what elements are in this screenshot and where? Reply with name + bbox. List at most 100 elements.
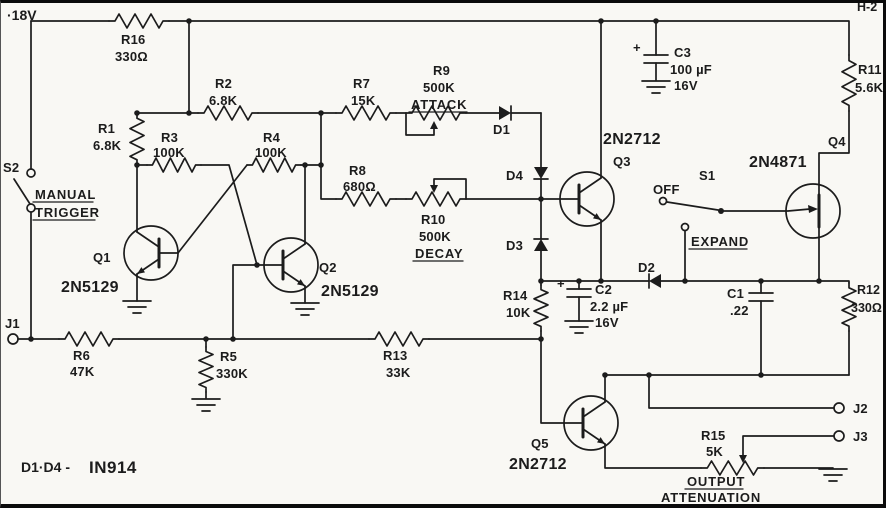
s1-ref: S1 <box>699 168 715 183</box>
c1-ref: C1 <box>727 286 744 301</box>
r2-ref: R2 <box>215 76 232 91</box>
diode-d2 <box>648 273 662 289</box>
r4-value: 100K <box>255 145 287 160</box>
s1-off-label: OFF <box>653 182 680 197</box>
wire-left-section <box>13 20 542 399</box>
resistor-r16 <box>108 13 170 29</box>
c3-polarity: + <box>633 40 641 55</box>
r14-ref: R14 <box>503 288 528 303</box>
q5-part: 2N2712 <box>509 456 567 473</box>
r7-value: 15K <box>351 93 376 108</box>
ground-c3 <box>641 80 671 94</box>
wire-middle-section <box>405 112 602 424</box>
resistor-r1 <box>129 112 145 166</box>
s1-expand-label: EXPAND <box>691 234 749 249</box>
r8-value: 680Ω <box>343 179 376 194</box>
resistor-r14 <box>533 284 549 332</box>
r4-ref: R4 <box>263 130 281 145</box>
resistor-r13 <box>368 331 430 347</box>
jack-j2 <box>833 402 845 414</box>
resistor-r5 <box>198 346 214 393</box>
d1-ref: D1 <box>493 122 510 137</box>
d3-ref: D3 <box>506 238 523 253</box>
c3-ref: C3 <box>674 45 691 60</box>
r12-ref: R12 <box>857 283 880 297</box>
s1-expand-contact <box>680 222 690 232</box>
r10-ref: R10 <box>421 212 445 227</box>
supply-rail-label: ·18V <box>7 7 37 23</box>
resistor-r10-decay-pot <box>405 191 467 207</box>
page-marker: H-2 <box>857 3 877 14</box>
diode-note-prefix: D1·D4 - <box>21 459 70 475</box>
c1-value: .22 <box>730 303 749 318</box>
ground-r5 <box>191 398 221 412</box>
r9-value: 500K <box>423 80 455 95</box>
r3-ref: R3 <box>161 130 178 145</box>
r9-ref: R9 <box>433 63 450 78</box>
transistor-q4 <box>785 183 841 239</box>
r16-ref: R16 <box>121 32 145 47</box>
r6-value: 47K <box>70 364 95 379</box>
r10-function-label: DECAY <box>415 246 463 261</box>
j2-ref: J2 <box>853 401 868 416</box>
wire-right-section <box>540 62 850 376</box>
r7-ref: R7 <box>353 76 370 91</box>
c2-polarity: + <box>557 276 565 291</box>
resistor-r6 <box>58 331 120 347</box>
transistor-q3 <box>558 170 616 228</box>
diode-d1 <box>498 105 512 121</box>
r11-value: 5.6K <box>855 80 884 95</box>
wire-power-rail <box>30 20 850 179</box>
diode-note-part: IN914 <box>89 458 137 477</box>
resistor-r3 <box>146 157 202 173</box>
s2-contact-bottom <box>26 203 36 213</box>
resistor-r7 <box>335 105 397 121</box>
r2-value: 6.8K <box>209 93 238 108</box>
r11-ref: R11 <box>858 62 882 77</box>
resistor-r11 <box>841 54 857 112</box>
j1-ref: J1 <box>5 316 20 331</box>
r10-value: 500K <box>419 229 451 244</box>
s2-ref: S2 <box>3 160 19 175</box>
r1-value: 6.8K <box>93 138 122 153</box>
r9-function-label: ATTACK <box>411 97 467 112</box>
s2-label-line1: MANUAL <box>35 187 96 202</box>
r14-value: 10K <box>506 305 531 320</box>
schematic-canvas: ·18V H-2 R16 330Ω R2 6.8K R7 15K R9 500K… <box>3 3 884 505</box>
q5-ref: Q5 <box>531 436 549 451</box>
r15-ref: R15 <box>701 428 725 443</box>
r8-ref: R8 <box>349 163 366 178</box>
s2-contact-top <box>26 168 36 178</box>
s1-off-contact <box>658 196 668 206</box>
r15-value: 5K <box>706 444 723 459</box>
r15-function-line1: OUTPUT <box>687 474 745 489</box>
wire-output-section <box>604 374 850 469</box>
q4-ref: Q4 <box>828 134 846 149</box>
c3-voltage: 16V <box>674 78 698 93</box>
d4-ref: D4 <box>506 168 524 183</box>
j3-ref: J3 <box>853 429 868 444</box>
r9-wiper-arrow <box>430 121 438 129</box>
resistor-r15-output-pot <box>700 460 765 476</box>
transistor-q2 <box>262 236 320 294</box>
q1-ref: Q1 <box>93 250 111 265</box>
r16-value: 330Ω <box>115 49 148 64</box>
c3-value: 100 µF <box>670 62 712 77</box>
resistor-r8 <box>335 191 397 207</box>
jack-j1 <box>7 333 19 345</box>
ground-output <box>818 468 848 482</box>
r15-function-line2: ATTENUATION <box>661 490 761 505</box>
q2-part: 2N5129 <box>321 283 379 300</box>
q3-part: 2N2712 <box>603 131 661 148</box>
d2-ref: D2 <box>638 260 655 275</box>
diode-d4 <box>533 166 549 180</box>
transistor-q1 <box>122 224 180 282</box>
transistor-q5 <box>562 394 620 452</box>
q1-part: 2N5129 <box>61 279 119 296</box>
r1-ref: R1 <box>98 121 115 136</box>
r10-wiper-arrow <box>430 185 438 193</box>
r12-value: 330Ω <box>851 301 882 315</box>
c2-ref: C2 <box>595 282 612 297</box>
resistor-r2 <box>197 105 259 121</box>
